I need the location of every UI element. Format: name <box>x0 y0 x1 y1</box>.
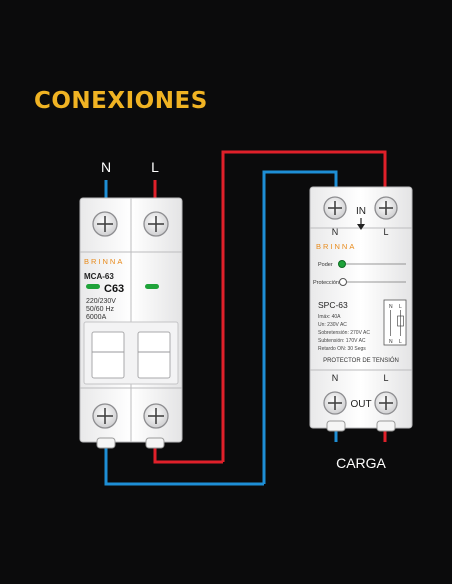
protector-name: PROTECTOR DE TENSIÓN <box>323 357 399 364</box>
page-title: CONEXIONES <box>34 88 208 114</box>
protector-in-screw-n <box>323 196 347 220</box>
breaker-indicator-l <box>145 284 159 289</box>
breaker-capacity: 6000A <box>86 314 107 321</box>
internal-schematic: N L N L <box>383 299 407 346</box>
schematic-l-bottom: L <box>399 339 402 345</box>
breaker-bottom-screw-l <box>143 403 169 429</box>
breaker-terminal-n-label: N <box>101 159 111 175</box>
breaker-frequency: 50/60 Hz <box>86 306 115 313</box>
schematic-n-bottom: N <box>389 339 393 345</box>
protector-in-n-label: N <box>332 227 339 237</box>
breaker-indicator-n <box>86 284 100 289</box>
protector-in-label: IN <box>356 206 366 217</box>
protection-led <box>339 278 347 286</box>
breaker-toggle-l[interactable] <box>137 331 171 379</box>
schematic-n-top: N <box>389 304 393 310</box>
schematic-l-top: L <box>399 304 402 310</box>
spec-line: Sobretensión: 270V AC <box>318 330 370 336</box>
protector-gland-l <box>376 420 396 432</box>
protector-brand: BRINNA <box>316 242 356 251</box>
breaker-gland-n <box>96 437 116 449</box>
spec-line: Imáx: 40A <box>318 314 341 320</box>
breaker-brand: BRINNA <box>84 257 124 266</box>
breaker-output-live-wire <box>153 448 223 464</box>
load-label: CARGA <box>336 455 386 471</box>
protector-out-screw-n <box>323 391 347 415</box>
protector-specs: Imáx: 40A Un: 230V AC Sobretensión: 270V… <box>318 314 370 352</box>
breaker-toggle-n[interactable] <box>91 331 125 379</box>
spec-line: Un: 230V AC <box>318 322 347 328</box>
protector-protection-label: Protección <box>313 280 339 286</box>
breaker-terminal-l-label: L <box>151 159 159 175</box>
spec-line: Subtensión: 170V AC <box>318 338 366 344</box>
protector-gland-n <box>326 420 346 432</box>
breaker-output-neutral-wire <box>104 448 264 486</box>
circuit-breaker: N L BRINNA MCA-63 C63 220/230V <box>79 159 183 449</box>
protector-model: SPC-63 <box>318 300 348 310</box>
breaker-voltage: 220/230V <box>86 298 116 305</box>
arrow-down-icon <box>357 218 365 230</box>
breaker-model: MCA-63 <box>84 272 114 281</box>
protector-input-live-wire <box>221 150 387 462</box>
protector-body <box>309 186 413 429</box>
protector-in-l-label: L <box>383 227 388 237</box>
breaker-gland-l <box>145 437 165 449</box>
protector-input-neutral-wire <box>262 170 338 484</box>
protector-out-n-label: N <box>332 373 339 383</box>
spec-line: Retardo ON: 30 Segs <box>318 346 366 352</box>
power-led <box>338 260 346 268</box>
breaker-bottom-screw-n <box>92 403 118 429</box>
protector-out-label: OUT <box>350 399 371 410</box>
protector-out-l-label: L <box>383 373 388 383</box>
protector-out-screw-l <box>374 391 398 415</box>
breaker-rating: C63 <box>104 283 124 295</box>
breaker-top-screw-n <box>92 211 118 237</box>
voltage-protector: IN N L BRINNA Poder Protección SPC-63 Im… <box>309 186 413 432</box>
protector-power-label: Poder <box>318 262 333 268</box>
protector-in-screw-l <box>374 196 398 220</box>
breaker-top-screw-l <box>143 211 169 237</box>
